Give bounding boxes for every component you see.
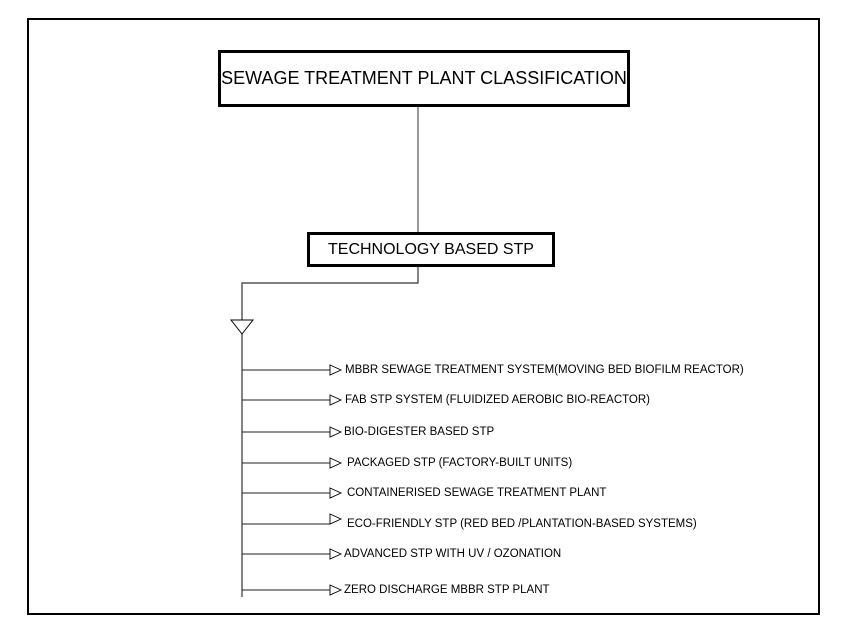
arrow-icon — [329, 513, 343, 525]
technology-item: CONTAINERISED SEWAGE TREATMENT PLANT — [347, 487, 607, 499]
arrow-icon — [329, 364, 343, 376]
technology-item: FAB STP SYSTEM (FLUIDIZED AEROBIC BIO-RE… — [345, 394, 651, 406]
technology-item: ADVANCED STP WITH UV / OZONATION — [344, 548, 562, 560]
arrow-icon — [329, 426, 343, 438]
root-node: SEWAGE TREATMENT PLANT CLASSIFICATION — [218, 50, 630, 107]
arrow-icon — [329, 487, 343, 499]
category-label: TECHNOLOGY BASED STP — [328, 240, 534, 258]
technology-item: ECO-FRIENDLY STP (RED BED /PLANTATION-BA… — [347, 518, 697, 530]
technology-item: MBBR SEWAGE TREATMENT SYSTEM(MOVING BED … — [345, 364, 744, 376]
arrow-icon — [329, 548, 343, 560]
technology-item: ZERO DISCHARGE MBBR STP PLANT — [344, 584, 550, 596]
down-triangle-icon — [229, 319, 255, 335]
arrow-icon — [329, 584, 343, 596]
technology-item: BIO-DIGESTER BASED STP — [344, 426, 495, 438]
arrow-icon — [329, 457, 343, 469]
category-node: TECHNOLOGY BASED STP — [307, 232, 555, 267]
arrow-icon — [329, 394, 343, 406]
category-connector — [241, 267, 419, 597]
root-label: SEWAGE TREATMENT PLANT CLASSIFICATION — [221, 68, 627, 88]
diagram-frame — [27, 18, 820, 615]
technology-item: PACKAGED STP (FACTORY-BUILT UNITS) — [347, 457, 573, 469]
